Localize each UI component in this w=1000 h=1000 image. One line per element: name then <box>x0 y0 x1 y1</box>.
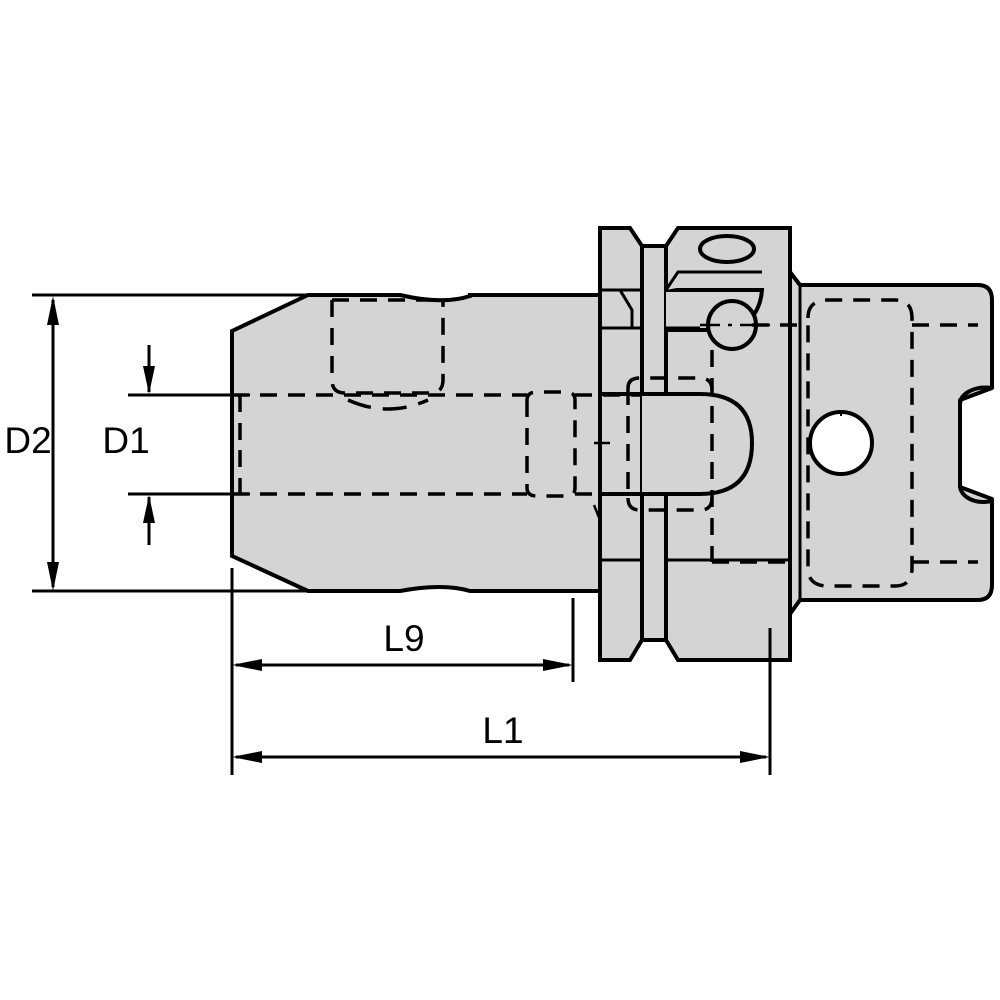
L9-arrowhead-left <box>232 659 262 671</box>
hidden-shank-bore <box>806 298 914 588</box>
dimension-D2: D2 <box>4 293 312 593</box>
clamping-notch-upper <box>958 385 993 405</box>
dimension-label-L1: L1 <box>482 710 523 751</box>
clamping-notch-lower <box>958 484 993 504</box>
flange-chamfer-upper <box>600 288 634 328</box>
dimension-D1: D1 <box>102 345 250 545</box>
nose-and-body-outline <box>230 293 602 593</box>
hidden-nose-pocket-round-bottom <box>347 398 429 411</box>
dimension-label-L9: L9 <box>383 618 424 659</box>
hidden-lines <box>232 298 978 588</box>
hidden-nose-pocket <box>330 300 445 395</box>
hidden-counterbore <box>525 390 577 498</box>
L1-arrowhead-right <box>740 751 770 763</box>
D1-arrowhead-top <box>143 366 155 394</box>
dimension-label-D2: D2 <box>4 420 51 461</box>
D2-arrowhead-top <box>47 296 59 325</box>
dimension-L1: L1 <box>230 628 772 775</box>
D2-arrowhead-bottom <box>47 562 59 591</box>
D1-arrowhead-bottom <box>143 495 155 523</box>
shank-through-hole-icon <box>808 410 874 476</box>
L9-arrowhead-right <box>543 659 573 671</box>
dimension-L9: L9 <box>230 568 575 682</box>
bore-axis-tick-left <box>592 504 602 521</box>
coolant-port-ellipse-icon <box>698 234 756 264</box>
dimension-label-D1: D1 <box>102 420 149 461</box>
center-lines <box>592 323 770 521</box>
clamping-bore-dome <box>642 392 755 496</box>
drive-slot-chamfer <box>664 270 762 291</box>
L1-arrowhead-left <box>232 751 262 763</box>
